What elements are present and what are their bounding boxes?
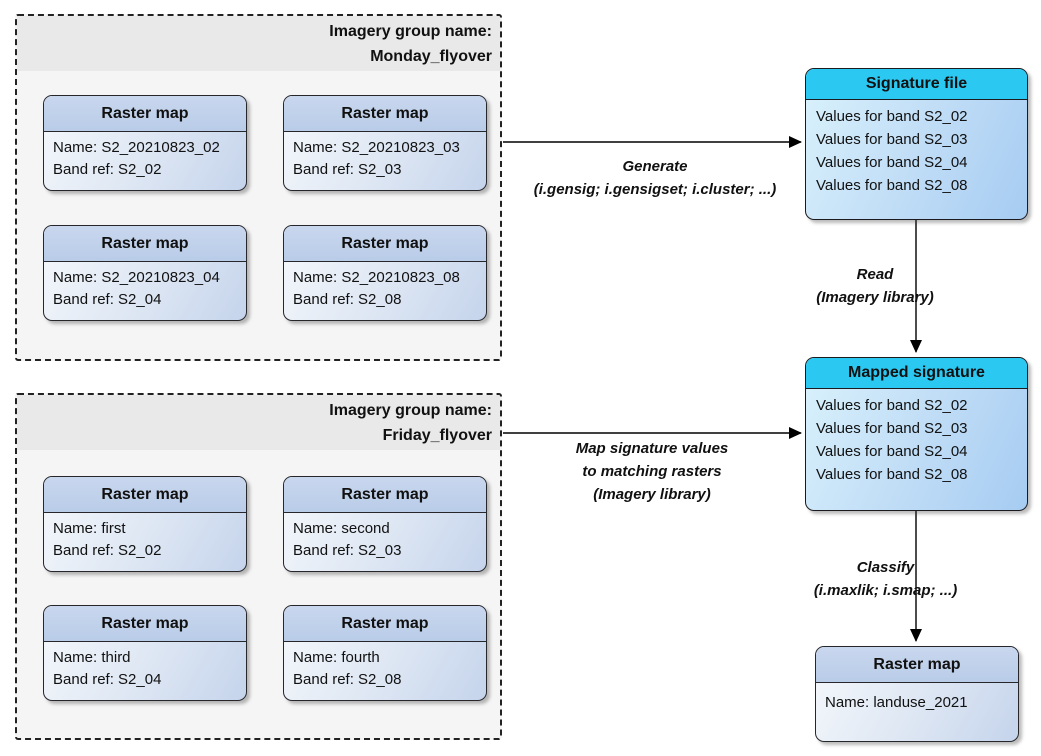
raster-band-ref: Band ref: S2_03 [293,161,402,178]
raster-map-body: Name: third Band ref: S2_04 [44,642,246,696]
raster-map-header: Raster map [284,477,486,513]
raster-name: Name: S2_20210823_08 [293,269,460,286]
raster-map-node: Raster map Name: S2_20210823_02 Band ref… [43,95,247,191]
result-raster-map-node: Raster map Name: landuse_2021 [815,646,1019,742]
label-line: Classify [856,559,915,576]
label-line: Read [856,266,894,283]
group-title-band: Imagery group name: Friday_flyover [17,395,500,450]
signature-file-header: Signature file [806,69,1027,100]
raster-band-ref: Band ref: S2_08 [293,671,402,688]
raster-map-header: Raster map [816,647,1018,683]
raster-name: Name: first [53,520,126,537]
label-line: (i.maxlik; i.smap; ...) [813,582,958,599]
raster-map-body: Name: S2_20210823_03 Band ref: S2_03 [284,132,486,186]
raster-name: Name: S2_20210823_03 [293,139,460,156]
raster-name: Name: S2_20210823_04 [53,269,220,286]
label-line: Generate [622,158,688,175]
raster-band-ref: Band ref: S2_03 [293,542,402,559]
raster-name: Name: fourth [293,649,380,666]
signature-value-line: Values for band S2_08 [816,177,968,194]
group-title-line1: Imagery group name: [329,23,492,40]
raster-name: Name: landuse_2021 [825,694,968,711]
raster-name: Name: S2_20210823_02 [53,139,220,156]
group-title-line1: Imagery group name: [329,402,492,419]
group-title-line2: Monday_flyover [370,48,492,65]
signature-value-line: Values for band S2_08 [816,466,968,483]
raster-map-node: Raster map Name: second Band ref: S2_03 [283,476,487,572]
raster-map-header: Raster map [44,226,246,262]
mapped-signature-header: Mapped signature [806,358,1027,389]
signature-value-line: Values for band S2_03 [816,420,968,437]
label-line: (i.gensig; i.gensigset; i.cluster; ...) [533,181,777,198]
signature-value-line: Values for band S2_04 [816,443,968,460]
raster-map-body: Name: S2_20210823_04 Band ref: S2_04 [44,262,246,316]
label-line: to matching rasters [582,463,722,480]
raster-map-header: Raster map [44,606,246,642]
signature-value-line: Values for band S2_03 [816,131,968,148]
raster-band-ref: Band ref: S2_02 [53,542,162,559]
raster-map-header: Raster map [44,96,246,132]
raster-map-body: Name: S2_20210823_02 Band ref: S2_02 [44,132,246,186]
group-title-band: Imagery group name: Monday_flyover [17,16,500,71]
raster-map-body: Name: second Band ref: S2_03 [284,513,486,567]
raster-map-body: Name: landuse_2021 [816,683,1018,719]
mapped-signature-node: Mapped signature Values for band S2_02 V… [805,357,1028,511]
map-values-arrow-label: Map signature values to matching rasters… [502,437,802,506]
signature-value-line: Values for band S2_02 [816,108,968,125]
raster-map-node: Raster map Name: S2_20210823_08 Band ref… [283,225,487,321]
raster-band-ref: Band ref: S2_04 [53,671,162,688]
raster-map-node: Raster map Name: S2_20210823_03 Band ref… [283,95,487,191]
signature-value-line: Values for band S2_02 [816,397,968,414]
raster-map-body: Name: S2_20210823_08 Band ref: S2_08 [284,262,486,316]
signature-value-line: Values for band S2_04 [816,154,968,171]
raster-name: Name: second [293,520,390,537]
raster-map-header: Raster map [284,96,486,132]
raster-band-ref: Band ref: S2_04 [53,291,162,308]
raster-map-node: Raster map Name: S2_20210823_04 Band ref… [43,225,247,321]
raster-map-body: Name: fourth Band ref: S2_08 [284,642,486,696]
raster-band-ref: Band ref: S2_02 [53,161,162,178]
raster-map-header: Raster map [284,606,486,642]
classify-arrow-label: Classify (i.maxlik; i.smap; ...) [798,556,973,602]
group-title-line2: Friday_flyover [382,427,492,444]
raster-map-node: Raster map Name: third Band ref: S2_04 [43,605,247,701]
raster-map-header: Raster map [44,477,246,513]
mapped-signature-body: Values for band S2_02 Values for band S2… [806,389,1027,491]
imagery-group-monday: Imagery group name: Monday_flyover Raste… [15,14,502,361]
raster-band-ref: Band ref: S2_08 [293,291,402,308]
signature-file-body: Values for band S2_02 Values for band S2… [806,100,1027,202]
read-arrow-label: Read (Imagery library) [795,263,955,309]
label-line: (Imagery library) [593,486,711,503]
raster-name: Name: third [53,649,131,666]
raster-map-header: Raster map [284,226,486,262]
raster-map-body: Name: first Band ref: S2_02 [44,513,246,567]
signature-file-node: Signature file Values for band S2_02 Val… [805,68,1028,220]
label-line: (Imagery library) [816,289,934,306]
generate-arrow-label: Generate (i.gensig; i.gensigset; i.clust… [500,155,810,201]
imagery-group-friday: Imagery group name: Friday_flyover Raste… [15,393,502,740]
label-line: Map signature values [575,440,729,457]
raster-map-node: Raster map Name: first Band ref: S2_02 [43,476,247,572]
raster-map-node: Raster map Name: fourth Band ref: S2_08 [283,605,487,701]
